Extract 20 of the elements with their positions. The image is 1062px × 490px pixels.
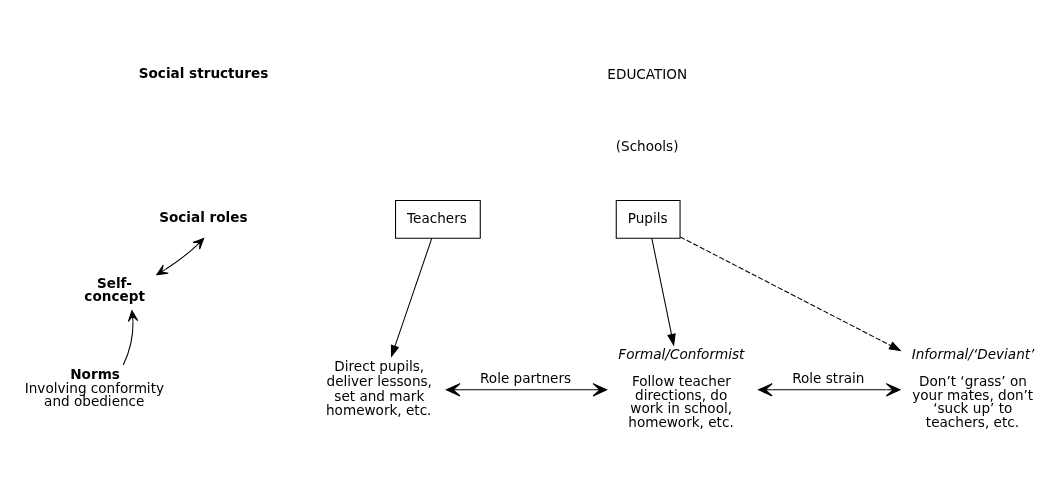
arrow [679,236,902,351]
edge-label: Role partners [480,369,572,386]
arrow [651,237,676,346]
arrow [445,382,608,396]
arrow [390,237,433,358]
node-text: Formal/Conformist Follow teacher directions, do work in school, homework, etc. [618,345,745,430]
arrow [122,309,139,365]
label: Social structures [138,64,269,81]
label: EDUCATION [607,65,688,82]
node-text: Self-concept [84,274,145,304]
arrow [156,237,205,275]
node-text: Direct pupils, deliver lessons, set and mark homework, etc. [325,357,432,418]
node-text: Norms Involving conformity and obedience [24,365,165,409]
node-box: Teachers [395,199,481,239]
node-box: Pupils [615,199,681,239]
edge-label: Role strain [792,369,865,386]
arrow [758,382,901,396]
node-text: Informal/‘Deviant’ Don’t ‘grass’ on your mates, don’t ‘suck up’ to teachers, etc. [911,345,1035,430]
node-text: Social roles [159,208,248,225]
label: (Schools) [615,137,679,154]
